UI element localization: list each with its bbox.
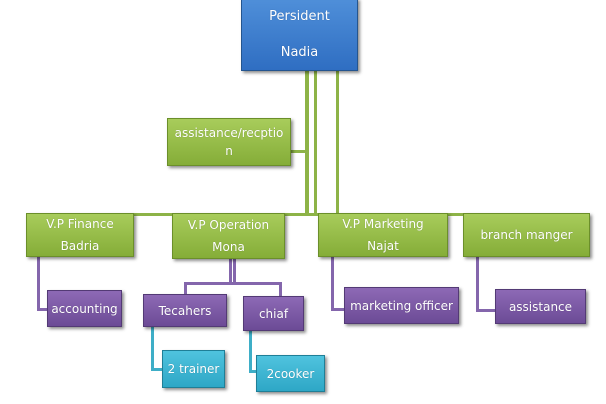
node-assistance-reception[interactable]: assistance/recptio n (167, 118, 291, 166)
node-chef[interactable]: chiaf (243, 296, 304, 331)
node-title: 2 trainer (167, 362, 220, 376)
node-title: assistance (508, 299, 573, 314)
node-vp-marketing[interactable]: V.P Marketing Najat (318, 213, 448, 257)
connector-line (151, 327, 154, 371)
connector-line (476, 309, 496, 312)
node-title: V.P Finance (46, 217, 114, 231)
connector-line (37, 308, 49, 311)
connector-line (336, 71, 339, 213)
connector-line (229, 259, 232, 284)
node-accounting[interactable]: accounting (47, 290, 122, 327)
node-title: accounting (51, 301, 118, 316)
node-teachers[interactable]: Tecahers (143, 294, 227, 327)
connector-line (305, 71, 309, 213)
node-vp-finance[interactable]: V.P Finance Badria (26, 213, 134, 257)
connector-line (331, 308, 345, 311)
node-title-wrap: n (225, 144, 233, 158)
node-vp-operation[interactable]: V.P Operation Mona (172, 213, 285, 259)
connector-line (151, 368, 163, 371)
node-name: Mona (212, 240, 245, 254)
connector-line (314, 71, 317, 213)
node-name: Najat (367, 239, 399, 253)
node-title: 2cooker (266, 366, 315, 381)
node-trainer[interactable]: 2 trainer (162, 350, 225, 388)
connector-line (291, 150, 307, 153)
connector-line (476, 257, 479, 312)
node-branch-assistance[interactable]: assistance (495, 289, 586, 324)
node-name: Nadia (280, 44, 319, 60)
connector-line (249, 370, 257, 373)
node-title: V.P Operation (187, 218, 270, 232)
connector-line (331, 257, 334, 310)
node-marketing-officer[interactable]: marketing officer (344, 287, 459, 324)
node-president[interactable]: Persident Nadia (241, 0, 358, 71)
connector-line (184, 282, 281, 285)
node-title: V.P Marketing (342, 217, 424, 231)
node-title: assistance/recptio (174, 126, 284, 140)
connector-line (279, 282, 282, 297)
node-cooker[interactable]: 2cooker (256, 355, 325, 392)
node-title: marketing officer (350, 298, 453, 313)
node-branch-manager[interactable]: branch manger (463, 213, 590, 257)
node-title: Persident (269, 8, 330, 24)
node-title: Tecahers (158, 303, 212, 318)
connector-line (184, 282, 187, 295)
connector-line (249, 331, 252, 373)
node-name: Badria (60, 239, 100, 253)
connector-line (37, 257, 40, 311)
connector-line (233, 259, 236, 284)
node-title: branch manger (480, 228, 573, 242)
node-title: chiaf (258, 306, 289, 321)
